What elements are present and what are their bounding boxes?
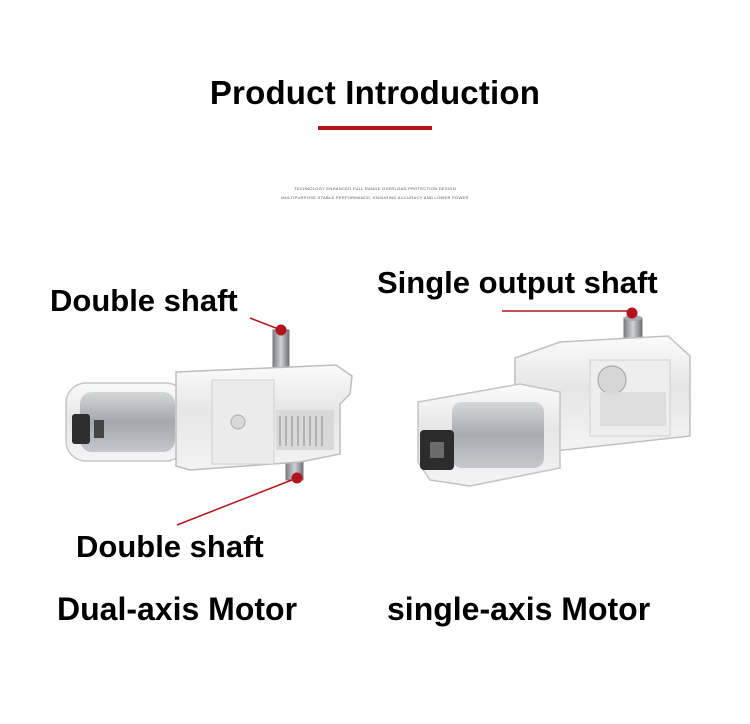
label-double-shaft-bottom: Double shaft [76, 529, 264, 564]
dual-axis-motor-image [65, 329, 353, 481]
title-underline [318, 126, 432, 130]
single-axis-motor-image [417, 315, 691, 487]
callout-line-left-bottom [176, 477, 298, 526]
tagline-line-2: MULTIPURPOSE STABLE PERFORMANCE, ENSURIN… [281, 195, 469, 200]
tagline-line-1: TECHNOLOGY ENHANCED FULL RANGE OVERLOAD … [294, 186, 456, 191]
callout-line-left-top [249, 317, 282, 331]
caption-single-axis-motor: single-axis Motor [387, 591, 651, 627]
caption-dual-axis-motor: Dual-axis Motor [57, 591, 298, 627]
callout-dot-left-top [275, 324, 287, 336]
callout-dot-left-bottom [291, 472, 303, 484]
callout-dot-right [626, 307, 638, 319]
page-title: Product Introduction [209, 74, 541, 111]
label-double-shaft-top: Double shaft [50, 283, 238, 318]
label-single-output-shaft: Single output shaft [377, 265, 658, 300]
